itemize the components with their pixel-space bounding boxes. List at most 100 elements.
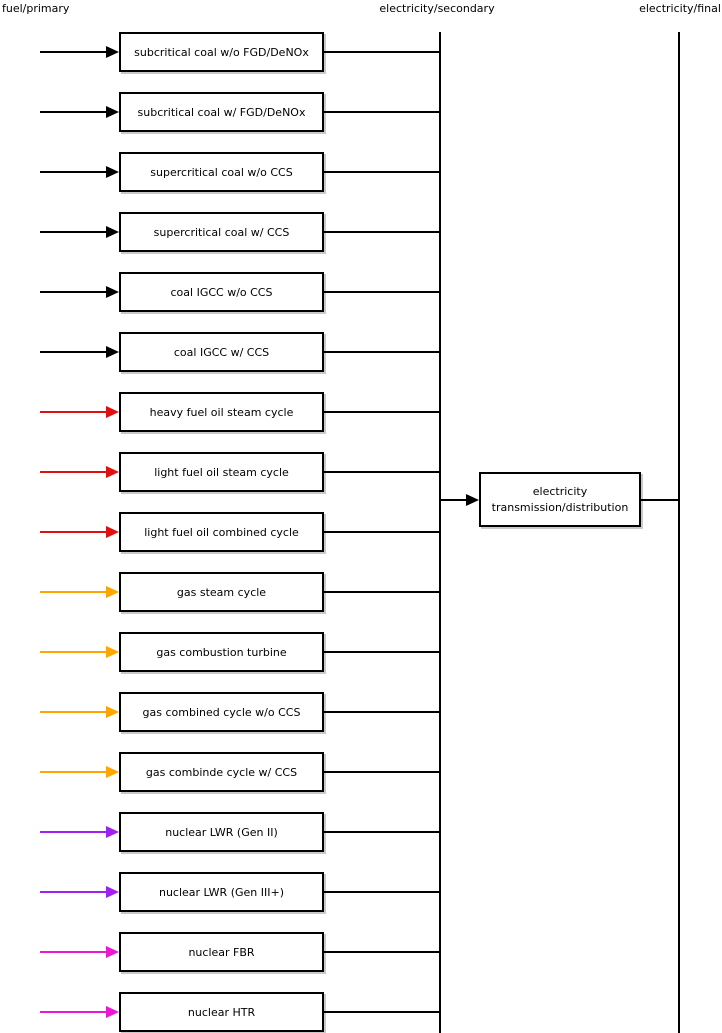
technology-label: gas combined cycle w/o CCS [142, 705, 301, 719]
technology-box: nuclear LWR (Gen II) [119, 812, 324, 852]
fuel-input-arrowhead-icon [106, 766, 119, 778]
technology-box: subcritical coal w/ FGD/DeNOx [119, 92, 324, 132]
column-header-electricity-final: electricity/final [639, 2, 721, 15]
technology-label: gas steam cycle [176, 585, 267, 599]
electricity-output-line [324, 831, 440, 833]
technology-row: subcritical coal w/ FGD/DeNOx [0, 92, 722, 132]
fuel-input-arrowhead-icon [106, 46, 119, 58]
fuel-input-arrow-line [40, 711, 108, 713]
technology-row: gas combinde cycle w/ CCS [0, 752, 722, 792]
electricity-output-line [324, 351, 440, 353]
electricity-output-line [324, 411, 440, 413]
electricity-output-line [324, 291, 440, 293]
fuel-input-arrow-line [40, 111, 108, 113]
technology-label: nuclear HTR [187, 1005, 256, 1019]
technology-row: gas steam cycle [0, 572, 722, 612]
technology-box: gas steam cycle [119, 572, 324, 612]
technology-box: nuclear FBR [119, 932, 324, 972]
technology-box: light fuel oil steam cycle [119, 452, 324, 492]
technology-row: coal IGCC w/ CCS [0, 332, 722, 372]
electricity-output-line [324, 651, 440, 653]
technology-box: gas combined cycle w/o CCS [119, 692, 324, 732]
technology-box: light fuel oil combined cycle [119, 512, 324, 552]
fuel-input-arrow-line [40, 1011, 108, 1013]
technology-row: nuclear LWR (Gen II) [0, 812, 722, 852]
technology-label: gas combinde cycle w/ CCS [145, 765, 298, 779]
technology-row: light fuel oil steam cycle [0, 452, 722, 492]
fuel-input-arrowhead-icon [106, 346, 119, 358]
technology-label: subcritical coal w/o FGD/DeNOx [134, 45, 309, 59]
technology-label: nuclear LWR (Gen III+) [158, 885, 284, 899]
column-header-electricity-secondary: electricity/secondary [379, 2, 495, 15]
fuel-input-arrowhead-icon [106, 286, 119, 298]
secondary-electricity-bus-line [439, 32, 441, 1033]
fuel-input-arrowhead-icon [106, 1006, 119, 1018]
technology-box: coal IGCC w/ CCS [119, 332, 324, 372]
technology-label: heavy fuel oil steam cycle [149, 405, 294, 419]
technology-row: coal IGCC w/o CCS [0, 272, 722, 312]
fuel-input-arrow-line [40, 831, 108, 833]
technology-label: light fuel oil combined cycle [144, 525, 299, 539]
technology-label: nuclear FBR [188, 945, 255, 959]
fuel-input-arrowhead-icon [106, 706, 119, 718]
technology-row: nuclear HTR [0, 992, 722, 1032]
technology-row: gas combined cycle w/o CCS [0, 692, 722, 732]
technology-row: supercritical coal w/ CCS [0, 212, 722, 252]
technology-row: supercritical coal w/o CCS [0, 152, 722, 192]
technology-box: coal IGCC w/o CCS [119, 272, 324, 312]
final-electricity-bus-line [678, 32, 680, 1033]
technology-row: nuclear FBR [0, 932, 722, 972]
fuel-input-arrowhead-icon [106, 226, 119, 238]
fuel-input-arrowhead-icon [106, 886, 119, 898]
technology-label: subcritical coal w/ FGD/DeNOx [137, 105, 306, 119]
technology-box: nuclear HTR [119, 992, 324, 1032]
electricity-output-line [324, 711, 440, 713]
electricity-output-line [324, 771, 440, 773]
hub-to-final-line [641, 499, 678, 501]
fuel-input-arrowhead-icon [106, 466, 119, 478]
technology-row: gas combustion turbine [0, 632, 722, 672]
technology-box: supercritical coal w/o CCS [119, 152, 324, 192]
technology-box: supercritical coal w/ CCS [119, 212, 324, 252]
transmission-distribution-box: electricity transmission/distribution [479, 472, 641, 527]
technology-label: nuclear LWR (Gen II) [165, 825, 278, 839]
technology-label: gas combustion turbine [156, 645, 287, 659]
fuel-input-arrowhead-icon [106, 646, 119, 658]
electricity-output-line [324, 591, 440, 593]
fuel-input-arrowhead-icon [106, 526, 119, 538]
fuel-input-arrowhead-icon [106, 166, 119, 178]
technology-box: nuclear LWR (Gen III+) [119, 872, 324, 912]
technology-row: heavy fuel oil steam cycle [0, 392, 722, 432]
electricity-output-line [324, 51, 440, 53]
technology-box: gas combustion turbine [119, 632, 324, 672]
electricity-output-line [324, 111, 440, 113]
fuel-input-arrow-line [40, 771, 108, 773]
technology-label: light fuel oil steam cycle [154, 465, 289, 479]
fuel-input-arrow-line [40, 651, 108, 653]
electricity-output-line [324, 951, 440, 953]
bus-to-hub-line [441, 499, 468, 501]
fuel-input-arrow-line [40, 471, 108, 473]
technology-box: gas combinde cycle w/ CCS [119, 752, 324, 792]
fuel-input-arrow-line [40, 231, 108, 233]
electricity-output-line [324, 471, 440, 473]
technology-box: subcritical coal w/o FGD/DeNOx [119, 32, 324, 72]
fuel-input-arrow-line [40, 411, 108, 413]
electricity-output-line [324, 891, 440, 893]
technology-row: subcritical coal w/o FGD/DeNOx [0, 32, 722, 72]
bus-to-hub-arrowhead-icon [466, 494, 479, 506]
electricity-output-line [324, 1011, 440, 1013]
electricity-output-line [324, 171, 440, 173]
fuel-input-arrow-line [40, 591, 108, 593]
fuel-input-arrowhead-icon [106, 586, 119, 598]
fuel-input-arrow-line [40, 531, 108, 533]
electricity-output-line [324, 231, 440, 233]
technology-label: supercritical coal w/ CCS [153, 225, 290, 239]
fuel-input-arrow-line [40, 291, 108, 293]
technology-row: light fuel oil combined cycle [0, 512, 722, 552]
fuel-input-arrowhead-icon [106, 106, 119, 118]
technology-label: supercritical coal w/o CCS [150, 165, 293, 179]
fuel-input-arrowhead-icon [106, 406, 119, 418]
technology-row: nuclear LWR (Gen III+) [0, 872, 722, 912]
electricity-output-line [324, 531, 440, 533]
